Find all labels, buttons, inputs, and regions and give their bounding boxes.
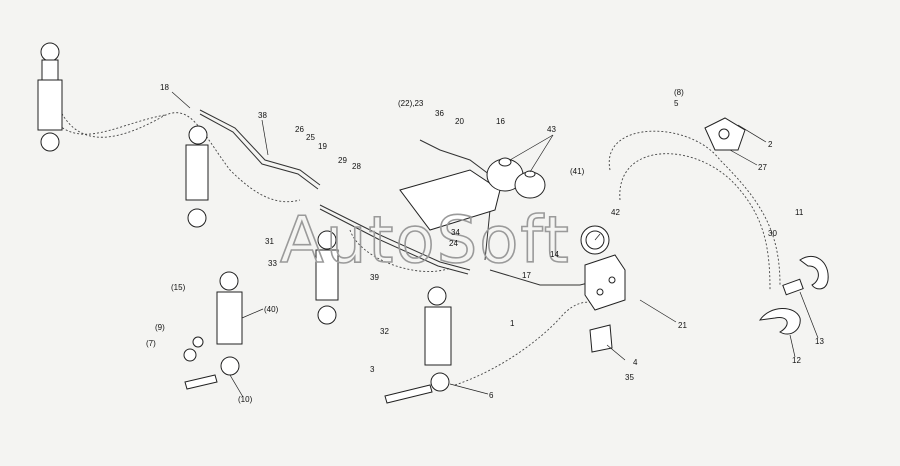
pipe-38b: [199, 113, 319, 190]
callout-29: 29: [338, 156, 347, 165]
callout-3: 3: [370, 365, 375, 374]
callout-14: 14: [550, 250, 559, 259]
leader-18: [171, 91, 191, 109]
leader-27: [729, 149, 758, 166]
callout-33: 33: [268, 259, 277, 268]
cylinder-center: [315, 230, 339, 325]
pipe-center: [319, 204, 471, 271]
watermark: AutoSoft: [280, 204, 571, 278]
callout-43: 43: [547, 125, 556, 134]
callout-8: (8): [674, 88, 684, 97]
bolt-10: [184, 374, 218, 390]
callout-41: (41): [570, 167, 585, 176]
callout-38: 38: [258, 111, 267, 120]
accumulator-43: [514, 170, 546, 199]
callout-7: (7): [146, 339, 156, 348]
callout-11: 11: [795, 208, 804, 217]
bolt-3: [384, 384, 433, 404]
callout-39: 39: [370, 273, 379, 282]
leader-4: [606, 344, 626, 361]
callout-13: 13: [815, 337, 824, 346]
flange-27: [704, 117, 746, 151]
callout-24: 24: [449, 239, 458, 248]
callout-9: (9): [155, 323, 165, 332]
leader-12: [789, 334, 796, 358]
callout-35: 35: [625, 373, 634, 382]
cylinder-6: [424, 286, 452, 392]
cylinder-40: [216, 271, 243, 376]
leader-43b: [509, 134, 554, 161]
callout-18: 18: [160, 83, 169, 92]
callout-16: 16: [496, 117, 505, 126]
coupler-cap-11: [799, 255, 829, 290]
callout-17: 17: [522, 271, 531, 280]
nut-9: [192, 336, 204, 348]
callout-28: 28: [352, 162, 361, 171]
callout-26: 26: [295, 125, 304, 134]
leader-38: [261, 119, 269, 156]
leader-21: [639, 299, 677, 323]
leader-43: [529, 134, 554, 173]
callout-4: 4: [633, 358, 638, 367]
callout-20: 20: [455, 117, 464, 126]
callout-2: 2: [768, 140, 773, 149]
leader-6: [449, 383, 489, 395]
bracket-4: [589, 324, 613, 353]
callout-36: 36: [435, 109, 444, 118]
callout-34: 34: [451, 228, 460, 237]
callout-21: 21: [678, 321, 687, 330]
callout-30: 30: [768, 229, 777, 238]
hose-bottom-return: [454, 301, 601, 386]
hose-left-long: [59, 109, 301, 203]
coupler-cap-12: [758, 308, 801, 335]
leader-40: [241, 308, 264, 319]
callout-10: (10): [238, 395, 253, 404]
pipe-38: [199, 109, 321, 186]
leader-13: [799, 291, 819, 339]
callout-25: 25: [306, 133, 315, 142]
callout-12: 12: [792, 356, 801, 365]
callout-27: 27: [758, 163, 767, 172]
pipe-top-20: [419, 139, 491, 261]
accumulator-16: [486, 157, 524, 192]
callout-1: 1: [510, 319, 515, 328]
cylinder-18: [185, 125, 209, 228]
bracket-plate: [399, 169, 501, 231]
callout-19: 19: [318, 142, 327, 151]
leader-10: [229, 374, 244, 398]
washer-7: [183, 348, 197, 362]
cylinder-top-left: [37, 42, 63, 152]
callout-15: (15): [171, 283, 186, 292]
callout-6: 6: [489, 391, 494, 400]
callout-42: 42: [611, 208, 620, 217]
pipe-center-b: [319, 208, 469, 275]
valve-block-21: [584, 254, 626, 311]
callout-32: 32: [380, 327, 389, 336]
callout-5: 5: [674, 99, 679, 108]
hose-right-loop-b: [619, 153, 771, 291]
callout-31: 31: [265, 237, 274, 246]
hose-right-loop-a: [608, 130, 781, 286]
leader-2: [737, 124, 767, 143]
callout-40: (40): [264, 305, 279, 314]
pressure-gauge-42: [580, 225, 610, 255]
hose-center-drop: [349, 229, 451, 272]
coupler-13: [782, 278, 804, 296]
callout-2223: (22),23: [398, 99, 424, 108]
